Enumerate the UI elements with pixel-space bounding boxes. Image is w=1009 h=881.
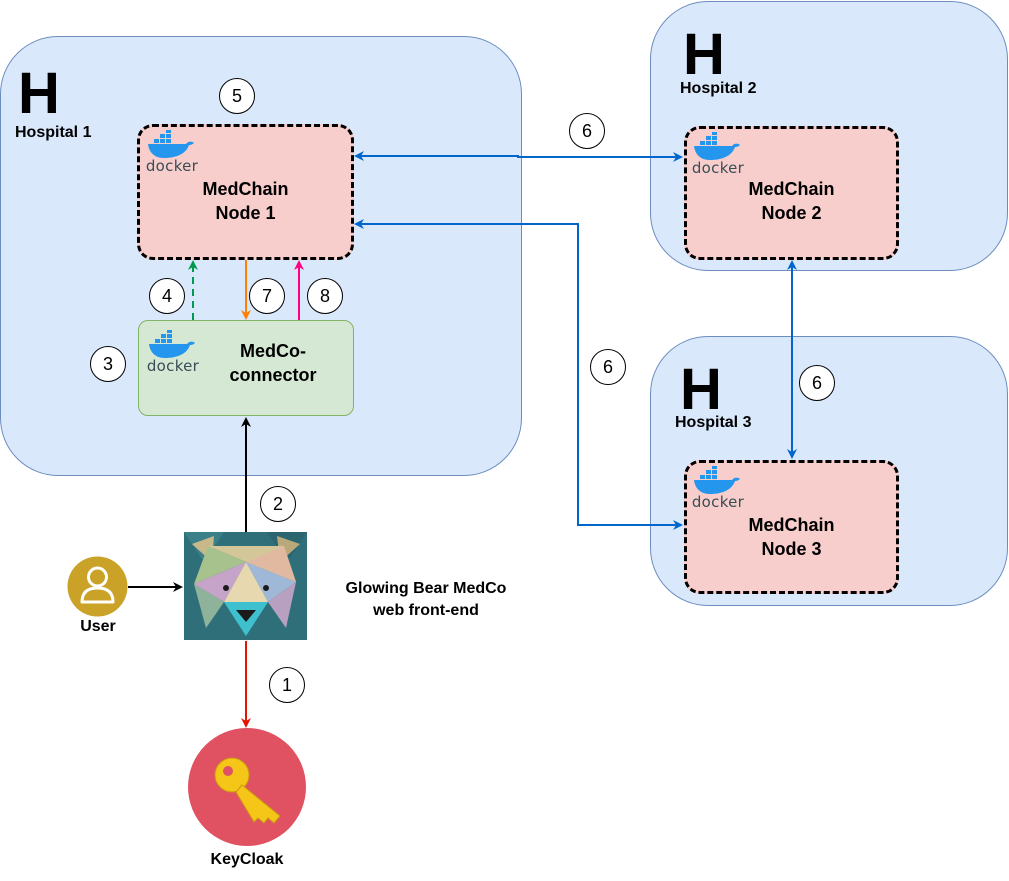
- step-6-marker: 6: [799, 365, 835, 401]
- step-2-marker: 2: [260, 486, 296, 522]
- hospital-1-label: Hospital 1: [15, 124, 92, 141]
- user-label: User: [80, 618, 116, 635]
- step-4-marker: 4: [149, 278, 185, 314]
- docker-icon: docker: [686, 131, 750, 177]
- node-1-label: MedChain Node 1: [202, 179, 289, 223]
- docker-text: docker: [145, 157, 199, 175]
- medco-connector[interactable]: MedCo- connector: [138, 320, 354, 416]
- step-6-marker: 6: [590, 349, 626, 385]
- polar-bear-icon[interactable]: [184, 532, 307, 640]
- medchain-node-3[interactable]: MedChain Node 3: [684, 460, 899, 594]
- step-6-marker: 6: [569, 113, 605, 149]
- docker-text: docker: [691, 493, 745, 511]
- hospital-2-icon: H: [683, 22, 725, 87]
- frontend-label: Glowing Bear MedCo web front-end: [345, 580, 507, 619]
- node-3-label: MedChain Node 3: [748, 515, 835, 559]
- hospital-3-icon: H: [680, 357, 722, 422]
- docker-icon: docker: [141, 329, 205, 375]
- key-icon[interactable]: [188, 728, 306, 846]
- link-node1-node2: [354, 151, 683, 162]
- step-7-marker: 7: [249, 278, 285, 314]
- hospital-1-icon: H: [18, 61, 60, 126]
- docker-icon: docker: [686, 465, 750, 511]
- connector-label: MedCo- connector: [229, 341, 317, 385]
- user-icon[interactable]: [67, 556, 128, 617]
- link-node1-node3: [354, 219, 683, 530]
- node-2-label: MedChain Node 2: [748, 179, 835, 223]
- keycloak-label: KeyCloak: [210, 851, 284, 868]
- docker-icon: docker: [140, 129, 204, 175]
- docker-text: docker: [146, 357, 200, 375]
- hospital-3-label: Hospital 3: [675, 414, 752, 431]
- step-8-marker: 8: [307, 278, 343, 314]
- step-5-marker: 5: [219, 78, 255, 114]
- step-3-marker: 3: [90, 346, 126, 382]
- step-1-marker: 1: [269, 667, 305, 703]
- hospital-2-label: Hospital 2: [680, 80, 757, 97]
- docker-text: docker: [691, 159, 745, 177]
